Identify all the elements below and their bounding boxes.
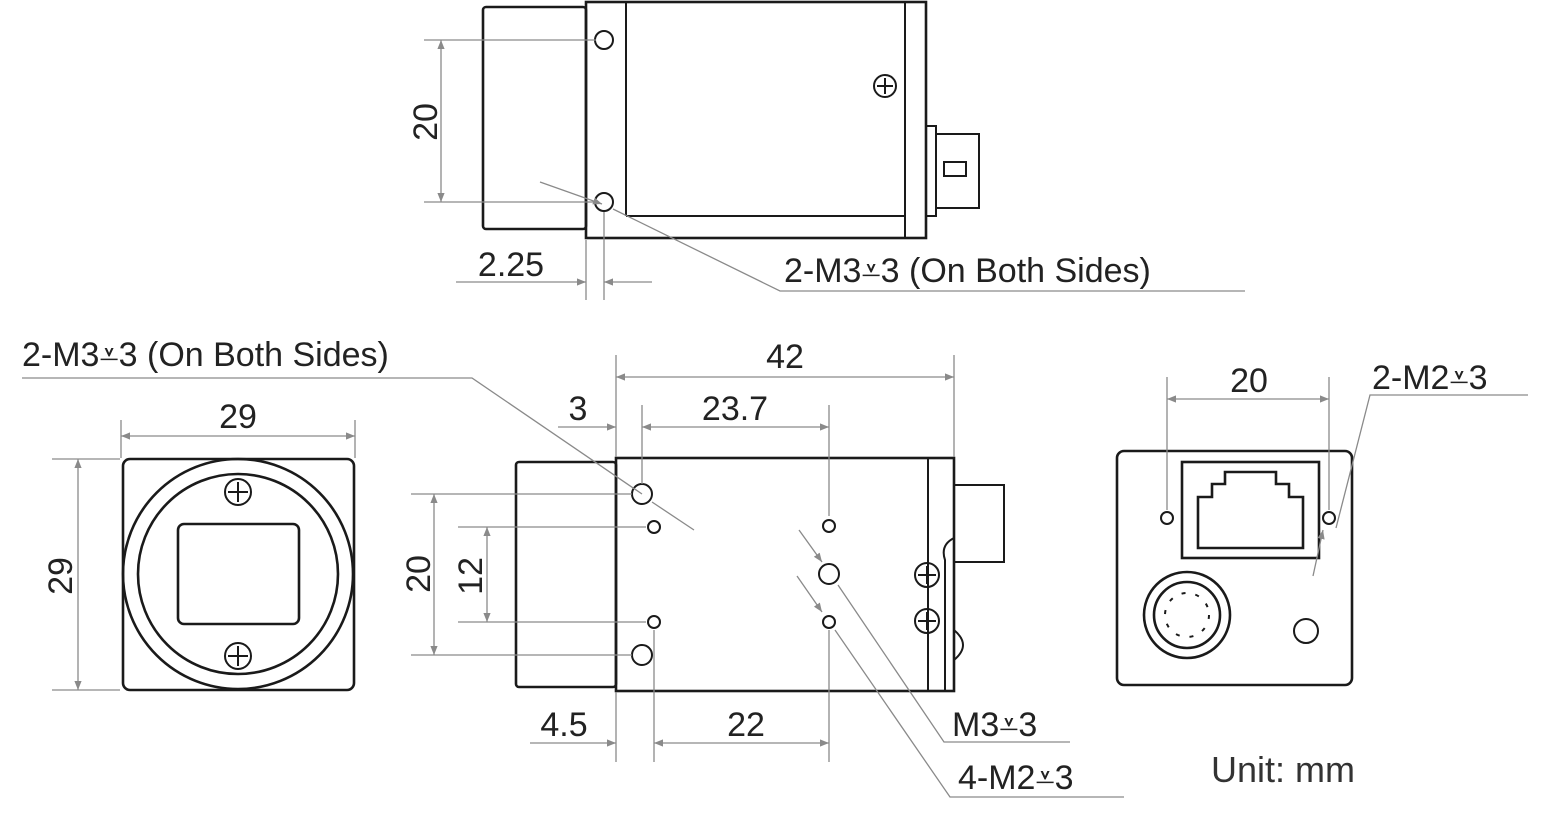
front-dim-29-height: 29 — [42, 557, 80, 595]
rear-dim-20: 20 — [1230, 362, 1268, 400]
screw-icon — [224, 642, 252, 670]
side-dim-20: 20 — [400, 555, 438, 593]
connector-side — [925, 125, 980, 217]
front-view: 29 29 — [42, 398, 356, 692]
rear-holes-callout: 2-M2⩡3 — [1372, 359, 1488, 397]
unit-note: Unit: mm — [1211, 749, 1355, 790]
side-dim-22: 22 — [727, 706, 765, 744]
front-dim-29-width: 29 — [219, 398, 257, 436]
side-m2-callout: 4-M2⩡3 — [958, 759, 1074, 797]
side-dim-3: 3 — [569, 390, 588, 428]
top-holes-callout: 2-M3⩡3 (On Both Sides) — [784, 252, 1151, 290]
side-dim-12: 12 — [452, 557, 490, 595]
screw-icon — [224, 478, 252, 506]
side-dim-23-7: 23.7 — [702, 390, 768, 428]
top-dim-20: 20 — [407, 103, 445, 141]
side-m3-callout: M3⩡3 — [952, 706, 1037, 744]
side-dim-42: 42 — [766, 338, 804, 376]
rear-view: 20 2-M2⩡3 — [1115, 359, 1528, 687]
side-view: 2-M3⩡3 (On Both Sides) 42 3 23.7 20 12 4… — [22, 336, 1124, 798]
screw-icon — [914, 562, 940, 588]
screw-icon — [873, 74, 897, 98]
screw-icon — [914, 608, 940, 634]
side-holes-callout: 2-M3⩡3 (On Both Sides) — [22, 336, 389, 374]
side-dim-4-5: 4.5 — [540, 706, 587, 744]
top-view: 20 2.25 2-M3⩡3 (On Both Sides) — [407, 0, 1245, 300]
top-dim-2-25: 2.25 — [478, 246, 544, 284]
